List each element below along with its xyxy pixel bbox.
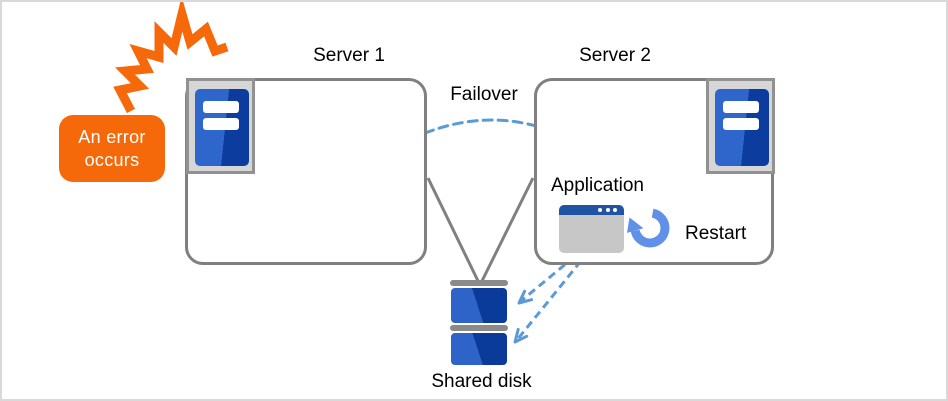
app-disk-arrow-2 xyxy=(515,250,591,341)
server2-server-icon xyxy=(706,78,775,174)
server2-disk-connector xyxy=(479,177,535,284)
server1-server-icon xyxy=(186,78,255,174)
server1-disk-connector xyxy=(426,177,481,284)
restart-label: Restart xyxy=(685,223,747,244)
shared-disk-icon-body-1 xyxy=(451,288,507,323)
failover-label: Failover xyxy=(450,84,518,105)
failover-arrow xyxy=(409,118,548,141)
server-tower-icon xyxy=(195,89,249,166)
application-window-icon xyxy=(559,205,624,253)
error-callout-text: An error occurs xyxy=(78,126,146,170)
server-tower-icon xyxy=(715,89,769,166)
app-disk-arrowhead-2 xyxy=(513,327,529,344)
server2-label: Server 2 xyxy=(579,45,651,66)
shared-disk-icon-body-2 xyxy=(451,333,507,365)
window-titlebar xyxy=(559,205,624,215)
app-disk-arrowhead-1 xyxy=(517,289,534,305)
window-dots-icon xyxy=(598,208,617,212)
error-callout: An error occurs xyxy=(59,115,165,182)
server1-label: Server 1 xyxy=(313,45,385,66)
application-label: Application xyxy=(551,175,644,196)
shared-disk-icon-cap-2 xyxy=(450,325,508,331)
restart-icon xyxy=(627,208,670,248)
error-burst-icon xyxy=(113,2,229,114)
shared-disk-icon-cap-1 xyxy=(450,280,508,286)
shared-disk-label: Shared disk xyxy=(431,371,532,392)
